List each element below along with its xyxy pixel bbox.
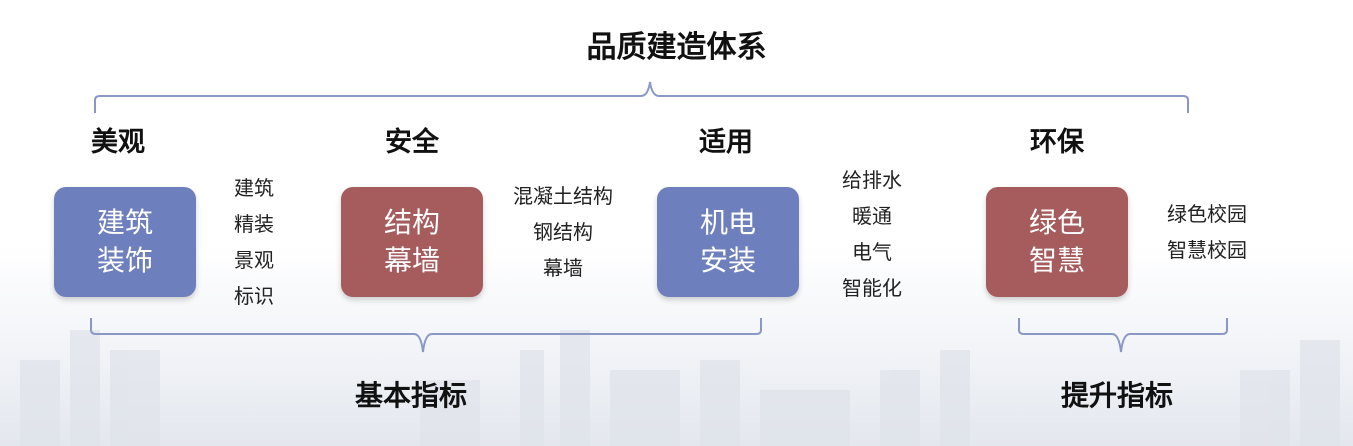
box-line: 绿色 xyxy=(1028,206,1085,239)
box-line: 机电 xyxy=(699,206,756,239)
list-item: 标识 xyxy=(234,284,274,308)
enhanced-bracket xyxy=(1018,318,1228,353)
box-line: 结构 xyxy=(383,206,440,239)
list-structure: 混凝土结构 钢结构 幕墙 xyxy=(498,178,628,286)
box-line: 安装 xyxy=(699,244,756,277)
list-item: 幕墙 xyxy=(543,256,583,280)
box-line: 装饰 xyxy=(96,244,153,277)
list-green: 绿色校园 智慧校园 xyxy=(1152,196,1262,268)
list-mep: 给排水 暖通 电气 智能化 xyxy=(822,162,922,306)
box-line: 智慧 xyxy=(1028,244,1085,277)
list-item: 给排水 xyxy=(842,168,902,192)
list-architectural: 建筑 精装 景观 标识 xyxy=(222,170,286,314)
top-bracket xyxy=(94,81,1189,113)
list-item: 智能化 xyxy=(842,276,902,300)
box-line: 建筑 xyxy=(96,206,153,239)
list-item: 绿色校园 xyxy=(1167,202,1247,226)
box-architectural-decoration: 建筑 装饰 xyxy=(54,187,196,297)
list-item: 建筑 xyxy=(234,176,274,200)
enhanced-indicators-label: 提升指标 xyxy=(1060,379,1173,412)
basic-indicators-label: 基本指标 xyxy=(354,379,467,412)
category-safety: 安全 xyxy=(385,127,439,158)
list-item: 钢结构 xyxy=(533,220,593,244)
basic-bracket xyxy=(90,318,762,353)
page-title: 品质建造体系 xyxy=(586,30,767,65)
category-environmental: 环保 xyxy=(1030,127,1084,158)
box-mep-installation: 机电 安装 xyxy=(657,187,799,297)
list-item: 混凝土结构 xyxy=(513,184,613,208)
list-item: 精装 xyxy=(234,212,274,236)
list-item: 暖通 xyxy=(852,204,892,228)
list-item: 智慧校园 xyxy=(1167,238,1247,262)
box-line: 幕墙 xyxy=(383,244,440,277)
list-item: 电气 xyxy=(852,240,892,264)
list-item: 景观 xyxy=(234,248,274,272)
box-green-smart: 绿色 智慧 xyxy=(986,187,1128,297)
box-structure-curtain-wall: 结构 幕墙 xyxy=(341,187,483,297)
category-aesthetics: 美观 xyxy=(91,127,145,158)
category-usability: 适用 xyxy=(699,127,753,158)
